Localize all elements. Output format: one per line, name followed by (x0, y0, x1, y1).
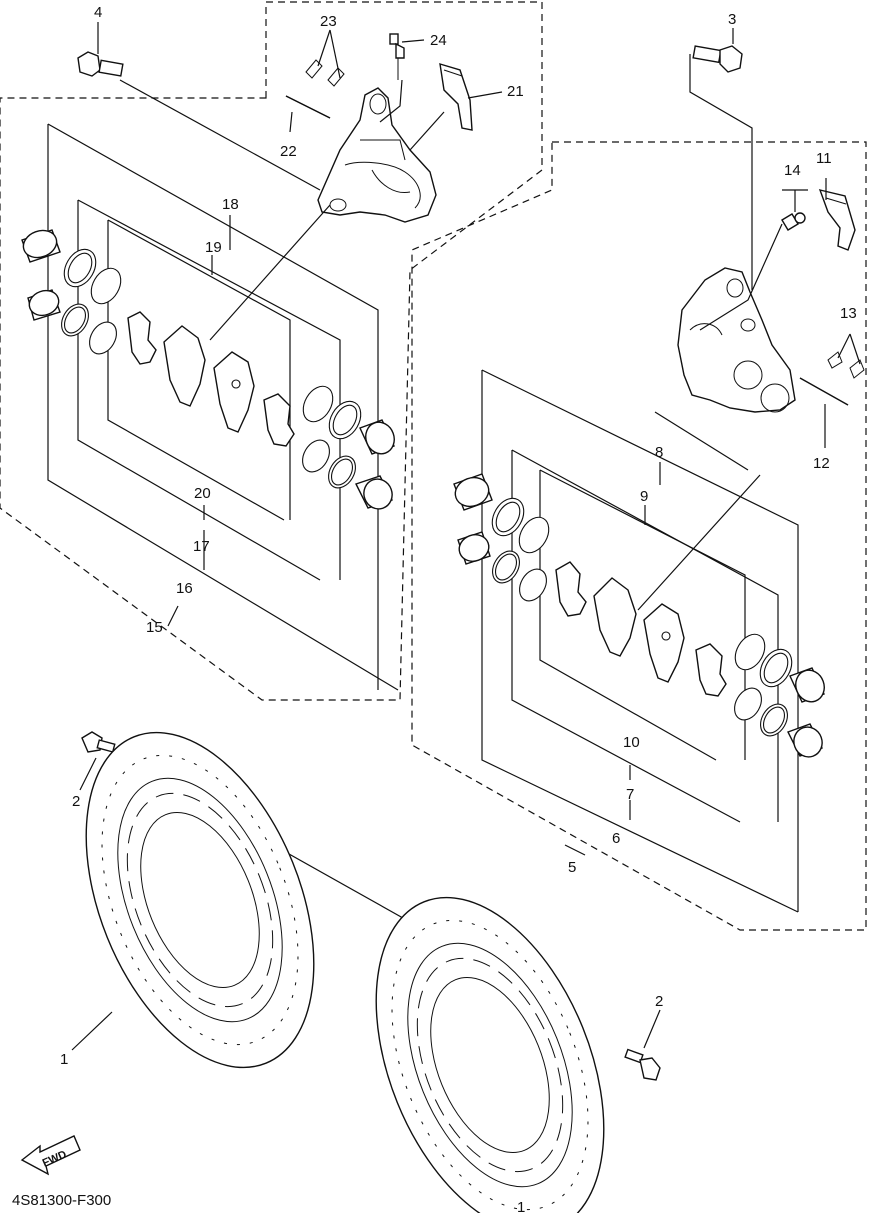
right-caliper-assembly-outline (411, 141, 867, 931)
callout-19: 19 (205, 239, 222, 256)
callout-15: 15 (146, 619, 163, 636)
disc-bolt-left (81, 731, 116, 753)
bleed-screw-14 (781, 212, 806, 231)
left-pistons-seals (21, 229, 395, 510)
callout-1-left: 1 (60, 1051, 68, 1068)
right-caliper-body (677, 267, 796, 413)
brake-disc-left (85, 731, 315, 1069)
pin-clips-23 (305, 59, 345, 87)
pin-clips-13 (827, 351, 865, 379)
pad-spring-11 (818, 189, 856, 251)
pad-pin-12 (799, 377, 849, 406)
callout-17: 17 (193, 538, 210, 555)
callout-10: 10 (623, 734, 640, 751)
callout-16: 16 (176, 580, 193, 597)
callout-18: 18 (222, 196, 239, 213)
callout-12: 12 (813, 455, 830, 472)
disc-bolt-right (624, 1048, 661, 1081)
caliper-bolt-3 (692, 45, 743, 73)
callout-22: 22 (280, 143, 297, 160)
right-brake-pads (555, 561, 727, 697)
caliper-bolt-4 (77, 51, 124, 77)
callout-2-left: 2 (72, 793, 80, 810)
callout-9: 9 (640, 488, 648, 505)
callout-20: 20 (194, 485, 211, 502)
callout-13: 13 (840, 305, 857, 322)
callout-5: 5 (568, 859, 576, 876)
callout-4: 4 (94, 4, 102, 21)
left-brake-pads (127, 311, 295, 447)
callout-23: 23 (320, 13, 337, 30)
bleed-screw-24 (389, 33, 405, 80)
callout-11: 11 (816, 150, 832, 167)
callout-8: 8 (655, 444, 663, 461)
pad-pin-22 (285, 95, 331, 119)
callout-labels: 1 1 2 2 3 4 5 6 7 8 9 10 11 12 13 14 15 … (60, 4, 857, 1213)
callout-21: 21 (507, 83, 524, 100)
left-caliper-assembly-outline (0, 1, 543, 701)
callout-6: 6 (612, 830, 620, 847)
pad-spring-21 (439, 63, 473, 131)
left-caliper-body (317, 87, 437, 223)
callout-1-right: 1 (517, 1199, 525, 1213)
fwd-arrow-icon: FWD (20, 1135, 81, 1176)
callout-2-right: 2 (655, 993, 663, 1010)
callout-14: 14 (784, 162, 801, 179)
callout-24: 24 (430, 32, 447, 49)
diagram-code: 4S81300-F300 (12, 1192, 111, 1209)
callout-3: 3 (728, 11, 736, 28)
callout-7: 7 (626, 786, 634, 803)
brake-disc-right (375, 896, 605, 1213)
right-pistons-seals (453, 473, 825, 758)
